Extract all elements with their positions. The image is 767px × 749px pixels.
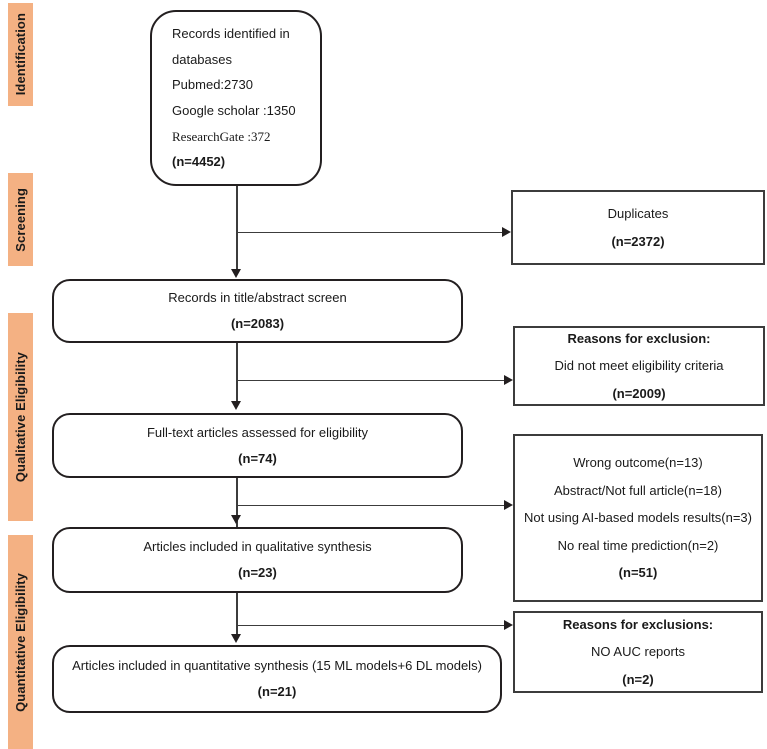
arrowhead-fulltext-to-qualitative bbox=[231, 515, 241, 524]
box-articles-qualitative-synthesis: Articles included in qualitative synthes… bbox=[52, 527, 463, 593]
box-reasons-for-exclusions-auc: Reasons for exclusions: NO AUC reports (… bbox=[513, 611, 763, 693]
connector-qualitative-to-quantitative bbox=[236, 593, 238, 638]
box-records-identified: Records identified in databases Pubmed:2… bbox=[150, 10, 322, 186]
reason-list-line2: Abstract/Not full article(n=18) bbox=[554, 482, 722, 498]
reason-list-line3: Not using AI-based models results(n=3) bbox=[524, 510, 752, 526]
stage-label-qualitative-eligibility: Qualitative Eligibility bbox=[13, 351, 28, 483]
arrowhead-screen-to-exclusion bbox=[504, 375, 513, 385]
stage-bar-quantitative-eligibility: Quantitative Eligibility bbox=[8, 535, 33, 749]
arrowhead-fulltext-to-reason-list bbox=[504, 500, 513, 510]
records-identified-line1: Records identified in bbox=[172, 26, 290, 42]
connector-qualitative-to-auc-exclusion bbox=[236, 625, 506, 627]
quantitative-count: (n=21) bbox=[257, 684, 297, 699]
quantitative-label: Articles included in quantitative synthe… bbox=[72, 658, 482, 674]
box-articles-quantitative-synthesis: Articles included in quantitative synthe… bbox=[52, 645, 502, 713]
fulltext-count: (n=74) bbox=[238, 450, 277, 466]
arrowhead-screen-to-fulltext bbox=[231, 401, 241, 410]
qualitative-label: Articles included in qualitative synthes… bbox=[143, 539, 372, 555]
stage-bar-screening: Screening bbox=[8, 173, 33, 266]
records-identified-google-scholar: Google scholar :1350 bbox=[172, 103, 296, 118]
reason-list-line1: Wrong outcome(n=13) bbox=[573, 455, 703, 471]
box-title-abstract-screen: Records in title/abstract screen (n=2083… bbox=[52, 279, 463, 343]
stage-bar-identification: Identification bbox=[8, 3, 33, 106]
records-identified-count: (n=4452) bbox=[172, 154, 226, 170]
records-identified-line2: databases bbox=[172, 51, 232, 67]
title-abstract-label: Records in title/abstract screen bbox=[168, 290, 347, 306]
reason-list-line4: No real time prediction(n=2) bbox=[557, 537, 719, 553]
stage-label-screening: Screening bbox=[13, 187, 28, 252]
connector-screen-to-exclusion bbox=[236, 380, 506, 382]
box-reasons-for-exclusion: Reasons for exclusion: Did not meet elig… bbox=[513, 326, 765, 406]
reason-list-count: (n=51) bbox=[618, 565, 658, 581]
stage-label-identification: Identification bbox=[13, 13, 28, 96]
box-exclusion-reason-list: Wrong outcome(n=13) Abstract/Not full ar… bbox=[513, 434, 763, 602]
connector-screen-to-fulltext bbox=[236, 343, 238, 405]
reason-auc-heading: Reasons for exclusions: bbox=[562, 616, 714, 632]
arrowhead-identified-to-screen bbox=[231, 269, 241, 278]
records-identified-pubmed: Pubmed:2730 bbox=[172, 77, 253, 93]
duplicates-count: (n=2372) bbox=[611, 233, 665, 249]
box-fulltext-articles-assessed: Full-text articles assessed for eligibil… bbox=[52, 413, 463, 478]
duplicates-label: Duplicates bbox=[607, 205, 669, 221]
arrowhead-identified-to-duplicates bbox=[502, 227, 511, 237]
connector-fulltext-to-qualitative bbox=[236, 478, 238, 541]
reason-auc-line1: NO AUC reports bbox=[591, 644, 685, 660]
stage-bar-qualitative-eligibility: Qualitative Eligibility bbox=[8, 313, 33, 521]
reason-exclusion-heading: Reasons for exclusion: bbox=[567, 330, 711, 346]
qualitative-count: (n=23) bbox=[238, 565, 277, 580]
box-duplicates: Duplicates (n=2372) bbox=[511, 190, 765, 265]
stage-label-quantitative-eligibility: Quantitative Eligibility bbox=[13, 572, 28, 712]
connector-fulltext-to-reason-list bbox=[236, 505, 506, 507]
connector-identified-to-duplicates bbox=[236, 232, 504, 234]
fulltext-label: Full-text articles assessed for eligibil… bbox=[146, 424, 369, 440]
arrowhead-qualitative-to-auc-exclusion bbox=[504, 620, 513, 630]
connector-identified-to-screen bbox=[236, 186, 238, 273]
arrowhead-qualitative-to-quantitative bbox=[231, 634, 241, 643]
records-identified-researchgate: ResearchGate :372 bbox=[172, 128, 271, 144]
reason-exclusion-count: (n=2009) bbox=[612, 385, 666, 401]
reason-auc-count: (n=2) bbox=[622, 671, 654, 687]
reason-exclusion-line1: Did not meet eligibility criteria bbox=[554, 358, 724, 374]
title-abstract-count: (n=2083) bbox=[230, 316, 285, 331]
